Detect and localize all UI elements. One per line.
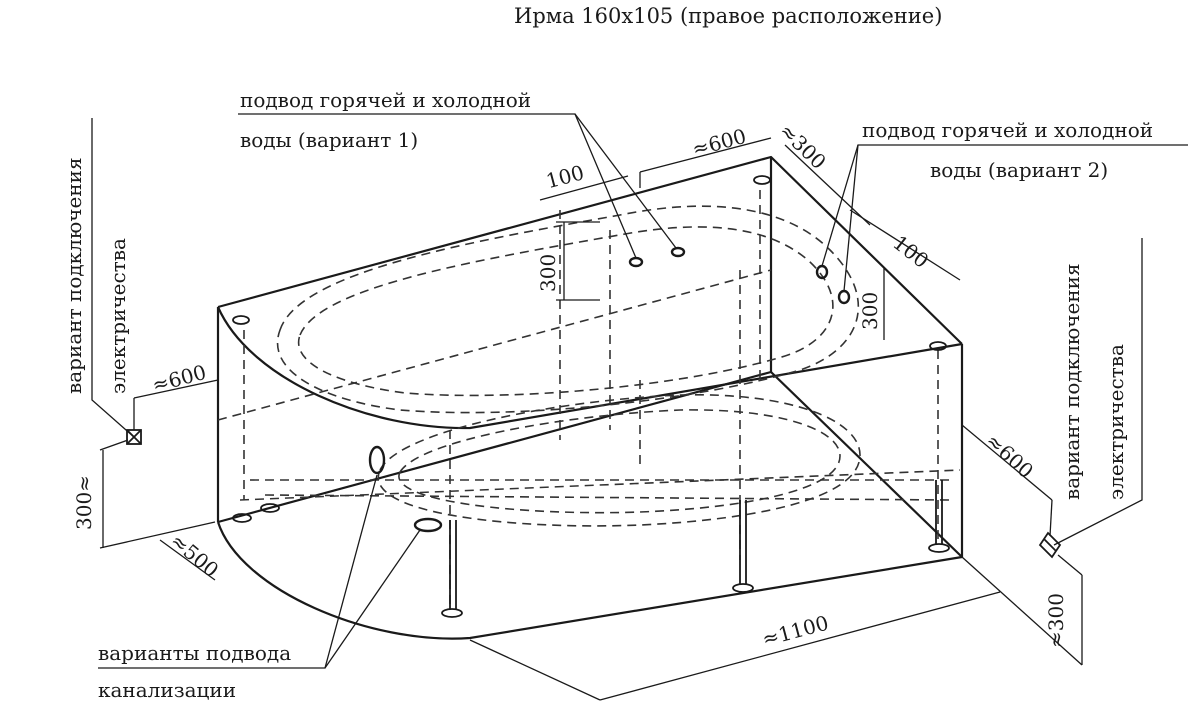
- leader-elec-right: [1053, 238, 1143, 546]
- water-inlet-v1-a: [628, 256, 644, 268]
- dim-right-300: ≈300: [1044, 593, 1068, 648]
- leader-drain: [98, 474, 378, 669]
- inner-tub-floor-inner: [398, 409, 841, 514]
- label-elec-left-line1: вариант подключения: [62, 157, 86, 394]
- bathtub-front-top-edge: [217, 155, 963, 345]
- label-drain-line2: канализации: [98, 678, 237, 702]
- label-water-v1-line1: подвод горячей и холодной: [240, 88, 532, 112]
- bathtub-curved-apron-top: [216, 306, 963, 430]
- label-elec-left-line2: электричества: [106, 238, 130, 394]
- hidden-edge-12: [264, 494, 951, 501]
- leader-elec-left: [91, 118, 135, 438]
- bathtub-right-bottom-edge: [770, 371, 963, 558]
- label-water-v2-line1: подвод горячей и холодной: [862, 118, 1154, 142]
- diagram-title: Ирма 160х105 (правое расположение): [514, 4, 943, 28]
- inner-tub-rim-inner: [297, 226, 834, 397]
- label-drain-line1: варианты подвода: [98, 641, 292, 665]
- hidden-edge-1: [217, 269, 772, 421]
- label-elec-right-line2: электричества: [1104, 344, 1128, 500]
- label-water-v2-line2: воды (вариант 2): [930, 158, 1109, 182]
- bathtub-bottom-diagonal: [217, 370, 772, 524]
- bathtub-curved-apron-bottom: [216, 521, 963, 640]
- drain-option-side: [368, 445, 386, 475]
- inner-tub-rim: [276, 205, 859, 414]
- label-water-v1-line2: воды (вариант 1): [240, 128, 419, 152]
- water-inlet-v2-b: [837, 289, 851, 305]
- dim-300-mid: 300: [536, 253, 560, 292]
- dim-left-300: 300≈: [72, 475, 96, 530]
- inner-tub-floor: [377, 394, 861, 527]
- label-elec-right-line1: вариант подключения: [1060, 263, 1084, 500]
- dim-300-right: 300: [858, 291, 882, 330]
- drain-option-bottom: [413, 517, 443, 533]
- water-inlet-v1-b: [670, 246, 686, 258]
